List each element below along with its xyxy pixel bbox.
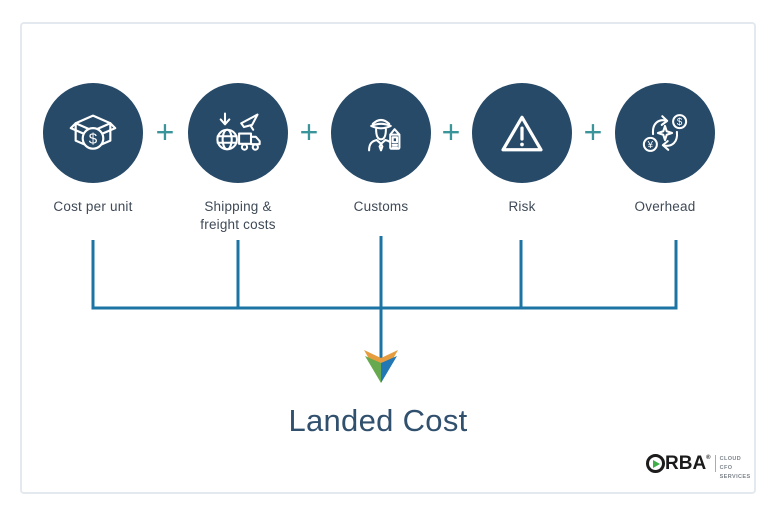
svg-text:¥: ¥: [647, 140, 654, 151]
box-with-dollar-coin-icon: $: [69, 114, 117, 150]
orba-logo: RBA ® CLOUD CFO SERVICES: [646, 453, 751, 481]
warning-triangle-icon: [501, 115, 543, 152]
globe-plane-truck-icon: [216, 112, 261, 151]
cost-item-cost-per-unit: $ Cost per unit: [28, 83, 158, 216]
plus-operator: +: [441, 114, 461, 150]
customs-circle: [331, 83, 431, 183]
customs-officer-icon: [368, 118, 401, 152]
currency-exchange-icon: $ ¥: [642, 114, 688, 152]
cost-item-customs: Customs: [316, 83, 446, 216]
cost-item-risk: Risk: [457, 83, 587, 216]
logo-divider: [714, 455, 716, 472]
svg-text:$: $: [89, 131, 98, 148]
registered-trademark: ®: [706, 455, 711, 461]
tagline-line: CLOUD: [719, 456, 742, 462]
item-label: Risk: [508, 199, 536, 214]
cost-per-unit-circle: $: [43, 83, 143, 183]
shipping-circle: [188, 83, 288, 183]
result-title: Landed Cost: [288, 403, 468, 438]
risk-circle: [472, 83, 572, 183]
item-label: Overhead: [634, 199, 696, 214]
overhead-circle: $ ¥: [615, 83, 715, 183]
orba-o-play-icon: [646, 454, 665, 473]
plus-operator: +: [299, 114, 319, 150]
orba-wordmark: RBA: [665, 453, 707, 474]
plus-operator: +: [155, 114, 175, 150]
cost-item-overhead: $ ¥ Overhead: [600, 83, 730, 216]
item-label: Shipping & freight costs: [200, 199, 276, 233]
cost-item-shipping-freight: Shipping & freight costs: [173, 83, 303, 234]
tagline-line: SERVICES: [719, 473, 751, 480]
svg-text:$: $: [677, 117, 683, 128]
item-label: Cost per unit: [53, 199, 133, 214]
item-label: Customs: [353, 199, 409, 214]
tagline-line: CFO: [719, 464, 733, 471]
plus-operator: +: [583, 114, 603, 150]
logo-tagline: CLOUD CFO SERVICES: [720, 455, 751, 481]
